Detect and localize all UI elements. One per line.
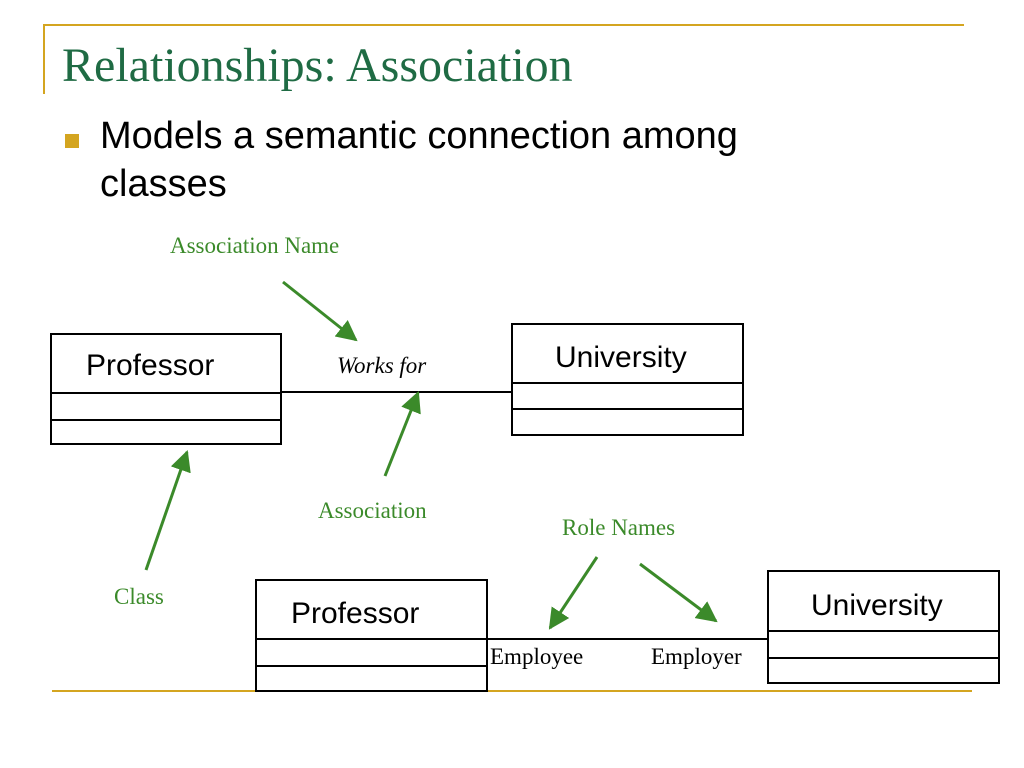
arrow-association	[383, 391, 421, 477]
top-border	[44, 24, 964, 26]
class-box-professor-bottom: Professor	[255, 579, 488, 692]
association-name-label: Works for	[337, 353, 427, 378]
class-name-professor: Professor	[86, 349, 215, 382]
arrow-role-employee	[548, 556, 599, 630]
class-box-university-bottom: University	[767, 570, 1000, 684]
callout-role-names: Role Names	[562, 515, 676, 540]
class-name-professor: Professor	[291, 597, 420, 630]
callout-association: Association	[318, 498, 427, 523]
arrow-class	[144, 450, 191, 571]
role-name-employee: Employee	[490, 644, 584, 669]
class-separator	[257, 665, 486, 667]
class-name-university: University	[811, 589, 943, 622]
arrow-role-employer	[639, 562, 718, 623]
class-separator	[769, 657, 998, 659]
class-separator	[257, 638, 486, 640]
class-separator	[513, 408, 742, 410]
class-box-university-top: University	[511, 323, 744, 436]
left-border	[43, 24, 45, 94]
arrow-association-name	[282, 280, 358, 342]
class-separator	[513, 382, 742, 384]
class-separator	[769, 630, 998, 632]
class-separator	[52, 419, 280, 421]
callout-class: Class	[114, 584, 164, 609]
class-box-professor-top: Professor	[50, 333, 282, 445]
bullet-square-icon	[65, 134, 79, 148]
slide-title: Relationships: Association	[62, 39, 573, 92]
role-name-employer: Employer	[651, 644, 742, 669]
bullet-text: Models a semantic connection among class…	[100, 115, 738, 205]
class-name-university: University	[555, 341, 687, 374]
callout-association-name: Association Name	[170, 233, 340, 258]
bottom-border	[52, 690, 972, 692]
class-separator	[52, 392, 280, 394]
